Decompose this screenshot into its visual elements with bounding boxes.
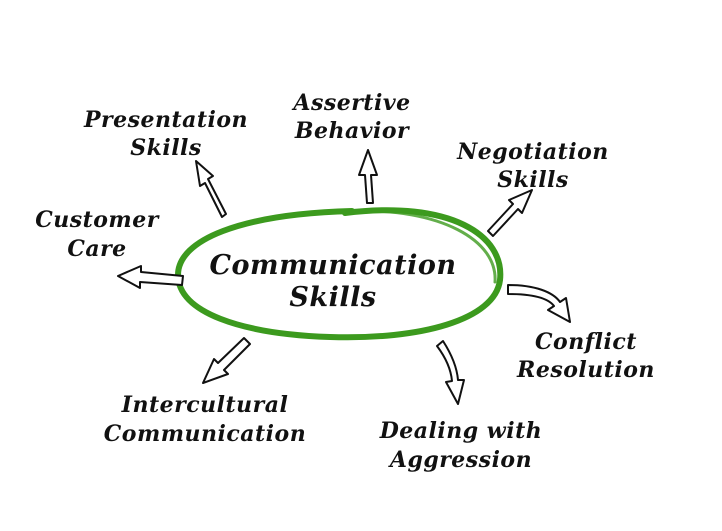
arrow-customer [117, 265, 184, 289]
node-intercultural-line1: Intercultural [121, 392, 289, 418]
node-customer: Customer Care [35, 207, 160, 262]
center-label-line1: Communication [210, 250, 457, 281]
node-conflict-line1: Conflict [535, 329, 637, 355]
node-conflict: Conflict Resolution [516, 329, 655, 383]
arrow-assertive [358, 149, 378, 204]
arrow-presentation [195, 160, 227, 218]
node-negotiation-line2: Skills [497, 167, 569, 193]
node-presentation-line2: Skills [130, 135, 202, 161]
node-presentation: Presentation Skills [83, 107, 248, 161]
arrow-aggression [436, 340, 465, 405]
node-aggression: Dealing with Aggression [379, 418, 543, 473]
arrow-negotiation [487, 189, 533, 237]
node-presentation-line1: Presentation [83, 107, 248, 133]
node-negotiation-line1: Negotiation [456, 139, 609, 165]
node-customer-line1: Customer [35, 207, 160, 233]
node-assertive-line1: Assertive [291, 90, 410, 116]
node-conflict-line2: Resolution [516, 357, 655, 383]
node-assertive: Assertive Behavior [291, 90, 410, 144]
node-intercultural: Intercultural Communication [104, 392, 306, 447]
arrow-conflict [507, 284, 571, 323]
node-assertive-line2: Behavior [294, 118, 410, 144]
center-label-line2: Skills [289, 282, 376, 313]
arrow-intercultural [202, 337, 251, 384]
node-customer-line2: Care [67, 236, 126, 262]
node-aggression-line1: Dealing with [379, 418, 543, 444]
node-negotiation: Negotiation Skills [456, 139, 609, 193]
center-ellipse [174, 207, 504, 341]
node-intercultural-line2: Communication [104, 421, 306, 447]
node-aggression-line2: Aggression [388, 447, 532, 473]
